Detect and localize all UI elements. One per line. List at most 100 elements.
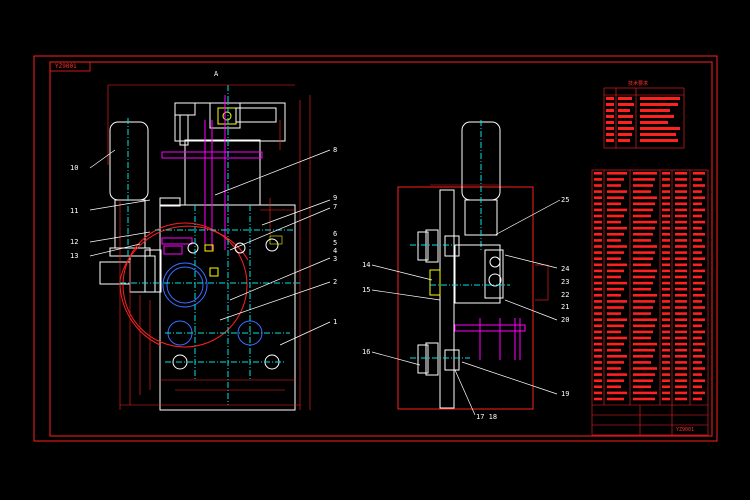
bom-cell [633, 312, 651, 315]
bom-cell [662, 178, 670, 181]
bom-cell [693, 312, 702, 315]
bom-cell [693, 220, 705, 224]
bom-cell [607, 226, 627, 230]
callout-6: 6 [333, 230, 338, 238]
bom-cell [607, 275, 621, 279]
bom-cell [607, 239, 621, 242]
bom-cell [693, 239, 702, 242]
bom-cell [693, 397, 702, 401]
bom-cell [607, 367, 621, 370]
bom-cell [607, 172, 627, 175]
bom-cell [662, 251, 670, 254]
bom-cell [662, 239, 670, 242]
bom-cell [607, 190, 627, 193]
callout-5: 5 [333, 239, 338, 247]
bom-cell [662, 275, 670, 279]
bom-cell [693, 281, 705, 285]
bom-cell [662, 385, 670, 389]
bom-cell [633, 361, 651, 364]
bom-cell [675, 379, 687, 382]
bom-cell [693, 202, 702, 206]
bom-cell [607, 251, 624, 254]
bom-cell [633, 300, 655, 303]
bom-cell [594, 196, 602, 199]
bom-cell [693, 196, 705, 199]
bom-cell [633, 269, 657, 273]
bom-cell [607, 330, 621, 334]
callout-1: 1 [333, 318, 338, 326]
bom-cell [607, 348, 621, 352]
parts-list-rows [594, 172, 705, 401]
bom-cell [607, 178, 624, 181]
bom-cell [607, 306, 624, 309]
bom-cell [607, 361, 624, 364]
bom-cell [633, 233, 653, 236]
bom-cell [675, 300, 687, 303]
bom-cell [693, 178, 702, 181]
tech-requirements-rows [606, 97, 680, 142]
bom-cell [633, 190, 651, 193]
bom-cell [662, 330, 670, 334]
outer-frame [33, 55, 718, 442]
bom-cell [633, 391, 657, 395]
bom-cell [633, 281, 653, 285]
bom-cell [594, 397, 602, 401]
bom-cell [607, 336, 627, 340]
bom-cell [693, 318, 705, 321]
callout-13: 13 [70, 252, 79, 260]
bom-cell [662, 233, 670, 236]
bom-cell [607, 318, 627, 321]
bom-cell [693, 324, 702, 328]
bom-cell [607, 312, 621, 315]
bom-cell [662, 312, 670, 315]
callout-8: 8 [333, 146, 338, 154]
bom-cell [675, 196, 687, 199]
bom-cell [633, 330, 653, 334]
bom-cell [607, 245, 627, 248]
bom-cell [594, 214, 602, 218]
bom-cell [675, 361, 687, 364]
bom-cell [633, 178, 655, 181]
bom-cell [675, 324, 687, 328]
bom-cell [607, 220, 621, 224]
stamp-box [49, 61, 91, 72]
bom-cell [594, 324, 602, 328]
bom-cell [675, 367, 687, 370]
callout-17-18: 17 18 [476, 413, 498, 421]
bom-cell [594, 269, 602, 273]
bom-cell [594, 379, 602, 382]
bom-cell [675, 245, 687, 248]
bom-cell [693, 226, 702, 230]
bom-cell [594, 373, 602, 376]
bom-cell [633, 172, 657, 175]
callout-16: 16 [362, 348, 371, 356]
bom-cell [662, 263, 670, 267]
bom-cell [594, 355, 602, 358]
bom-cell [594, 251, 602, 254]
bom-cell [675, 287, 687, 291]
bom-cell [693, 385, 702, 389]
bom-cell [675, 336, 687, 340]
bom-cell [662, 287, 670, 291]
bom-cell [594, 263, 602, 267]
bom-cell [594, 226, 602, 230]
title-block-stamp: YZ9001 [676, 427, 695, 433]
bom-cell [675, 184, 687, 187]
callout-4: 4 [333, 247, 338, 255]
bom-cell [693, 379, 705, 382]
bom-cell [594, 336, 602, 340]
bom-cell [675, 190, 687, 193]
bom-cell [594, 348, 602, 352]
bom-cell [693, 251, 702, 254]
bom-cell [607, 281, 627, 285]
bom-cell [633, 367, 657, 370]
bom-cell [594, 202, 602, 206]
bom-cell [633, 294, 657, 297]
bom-cell [607, 379, 624, 382]
bom-cell [633, 220, 657, 224]
bom-cell [607, 324, 624, 328]
bom-cell [607, 263, 627, 267]
bom-cell [662, 379, 670, 382]
bom-cell [633, 196, 657, 199]
bom-cell [693, 184, 705, 187]
